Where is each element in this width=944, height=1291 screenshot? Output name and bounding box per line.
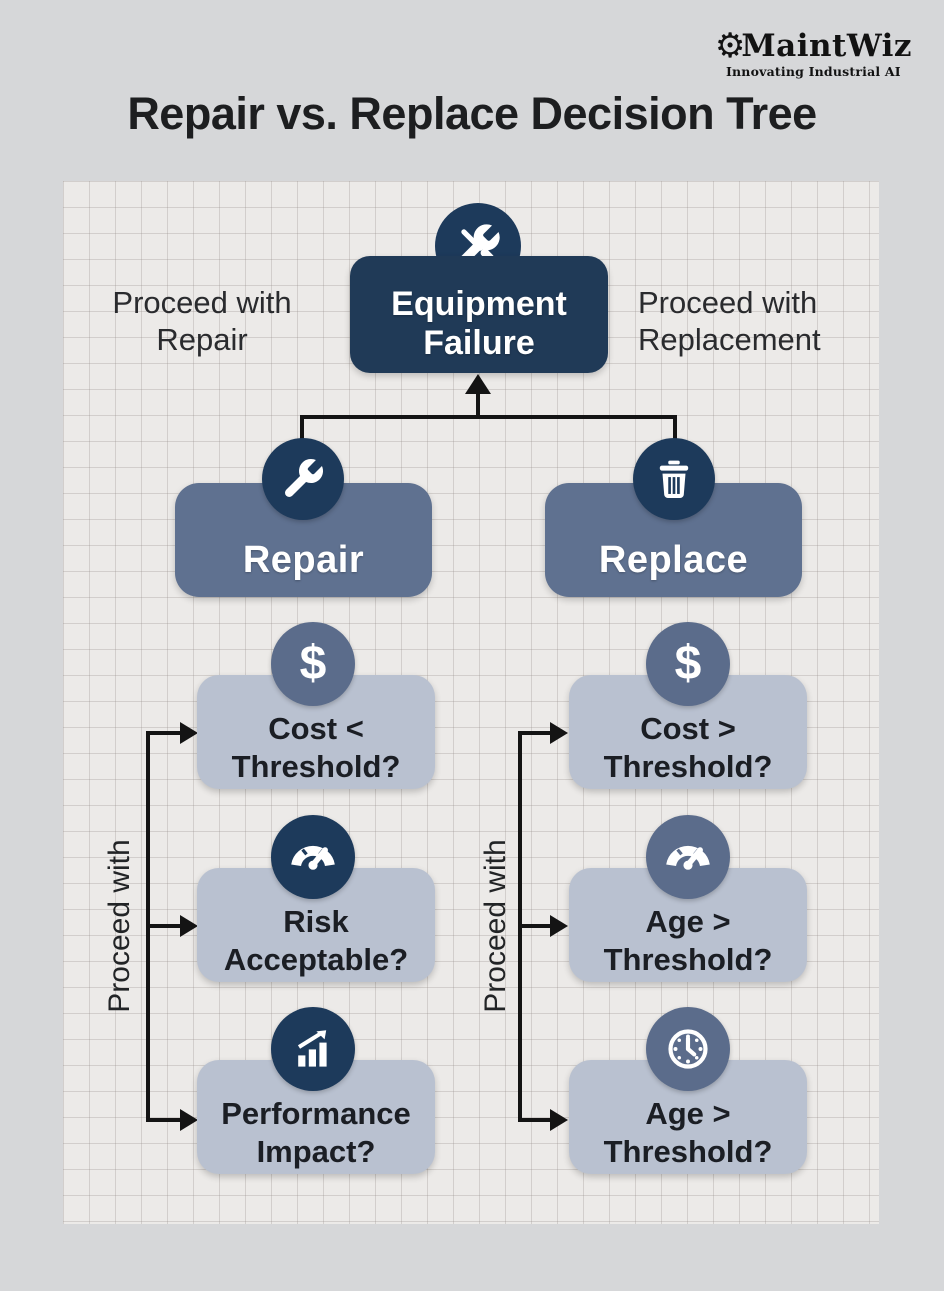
gear-icon: ⚙ [714, 26, 746, 66]
annotation-line: Repair [156, 322, 248, 358]
up-arrowhead [465, 374, 491, 394]
node-label: Performance [221, 1096, 411, 1132]
node-label: Threshold? [603, 942, 773, 977]
node-label: Equipment [391, 285, 567, 324]
repair-branch-line [146, 924, 182, 928]
connector-horizontal [300, 415, 677, 419]
dollar-icon: $ [646, 622, 730, 706]
right-arrowhead [550, 1109, 568, 1131]
connector-stub-replace [673, 415, 677, 443]
connector-stub-repair [300, 415, 304, 443]
dollar-icon: $ [271, 622, 355, 706]
annotation-proceed-with-repair: Proceed with Repair [88, 284, 316, 358]
node-label: Threshold? [231, 749, 401, 784]
trash-icon [633, 438, 715, 520]
replace-branch-line [518, 731, 552, 735]
brand-name: MaintWiz [741, 28, 912, 64]
brand-logo: ⚙ MaintWiz Innovating Industrial AI [715, 28, 912, 79]
brand-tagline: Innovating Industrial AI [725, 64, 901, 79]
node-equipment-failure: Equipment Failure [350, 256, 608, 373]
wrench-icon [262, 438, 344, 520]
node-risk-acceptable: Risk Acceptable? [197, 868, 435, 982]
clock-icon [646, 1007, 730, 1091]
node-label: Threshold? [603, 749, 773, 784]
node-label: Replace [598, 538, 749, 581]
repair-rail-label: Proceed with [103, 839, 136, 1013]
replace-branch-line [518, 924, 552, 928]
node-label: Age > [645, 1096, 731, 1132]
right-arrowhead [180, 722, 198, 744]
replace-branch-line [518, 1118, 552, 1122]
annotation-line: Replacement [638, 322, 821, 358]
gauge-icon [646, 815, 730, 899]
annotation-proceed-with-replacement: Proceed with Replacement [638, 284, 858, 358]
repair-branch-line [146, 731, 182, 735]
gauge-icon [271, 815, 355, 899]
dollar-glyph: $ [299, 637, 327, 690]
bar-chart-icon [271, 1007, 355, 1091]
annotation-line: Proceed with [112, 285, 292, 320]
node-label: Repair [242, 538, 365, 581]
node-label: Threshold? [603, 1134, 773, 1169]
right-arrowhead [550, 915, 568, 937]
node-label: Failure [423, 323, 535, 362]
node-label: Acceptable? [223, 942, 409, 977]
node-label: Risk [283, 904, 349, 940]
right-arrowhead [550, 722, 568, 744]
right-arrowhead [180, 1109, 198, 1131]
page-title: Repair vs. Replace Decision Tree [127, 88, 817, 139]
repair-branch-line [146, 1118, 182, 1122]
replace-rail-label: Proceed with [479, 839, 512, 1013]
connector-stem [476, 392, 480, 418]
node-label: Age > [645, 904, 731, 940]
node-label: Cost < [268, 711, 364, 747]
node-label: Impact? [256, 1134, 376, 1169]
dollar-glyph: $ [674, 637, 702, 690]
right-arrowhead [180, 915, 198, 937]
annotation-line: Proceed with [638, 285, 818, 320]
node-label: Cost > [640, 711, 736, 747]
